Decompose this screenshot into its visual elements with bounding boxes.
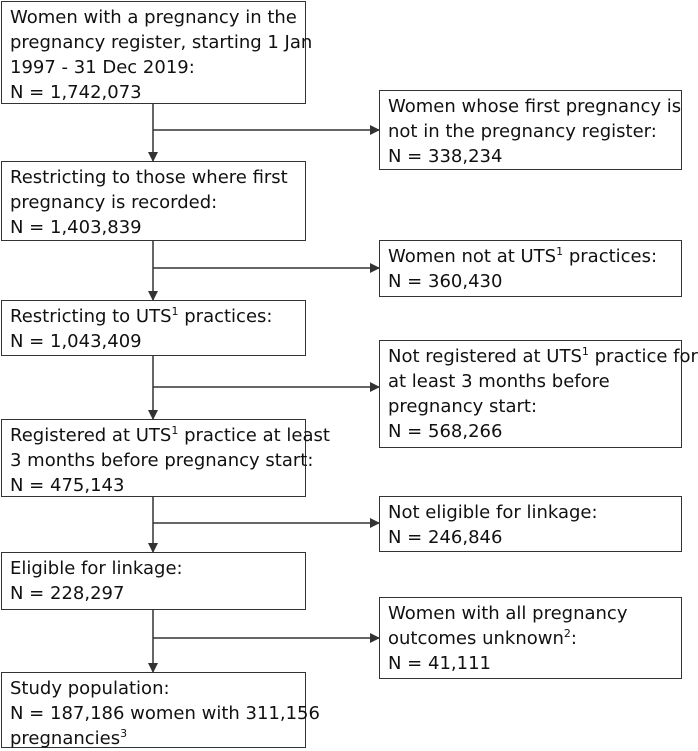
footnote-marker: 3: [120, 727, 128, 740]
footnote-marker: 1: [171, 305, 179, 318]
main-box-study-population: Study population: N = 187,186 women with…: [1, 672, 320, 749]
footnote-marker: 1: [556, 245, 564, 258]
exclusion-box-not-registered-3-months: Not registered at UTS1 practice for at l…: [379, 340, 698, 448]
footnote-marker: 1: [171, 424, 179, 437]
main-box-total-pregnancies: Women with a pregnancy in the pregnancy …: [1, 1, 312, 104]
exclusion-box-not-in-register: Women whose first pregnancy is not in th…: [379, 90, 682, 170]
footnote-marker: 1: [581, 345, 589, 358]
main-box-eligible-linkage: Eligible for linkage: N = 228,297: [1, 552, 306, 610]
exclusion-box-outcomes-unknown: Women with all pregnancy outcomes unknow…: [379, 597, 682, 679]
footnote-marker: 2: [563, 627, 571, 640]
exclusion-box-not-uts: Women not at UTS1 practices: N = 360,430: [379, 240, 682, 297]
exclusion-box-not-eligible-linkage: Not eligible for linkage: N = 246,846: [379, 496, 682, 552]
main-box-first-pregnancy-recorded: Restricting to those where first pregnan…: [1, 161, 306, 241]
main-box-uts-practices: Restricting to UTS1 practices: N = 1,043…: [1, 300, 306, 356]
main-box-registered-3-months: Registered at UTS1 practice at least 3 m…: [1, 419, 330, 497]
